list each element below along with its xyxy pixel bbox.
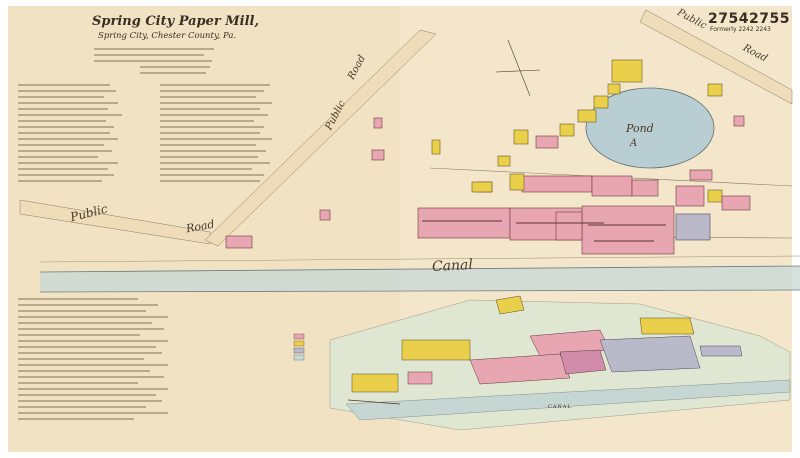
- north-arrow: [507, 39, 531, 97]
- public-road-left: [19, 199, 211, 245]
- map-subtitle: Spring City, Chester County, Pa.: [98, 31, 237, 41]
- canal-water: [40, 266, 800, 292]
- label-canal-bottom: CANAL: [548, 404, 572, 410]
- mill-building-1: [555, 211, 583, 241]
- label-pond: Pond: [626, 122, 654, 135]
- label-pond-letter: A: [630, 138, 638, 149]
- legend-frame: [293, 340, 305, 347]
- perspective-view: [329, 295, 791, 431]
- canal-bank: [39, 265, 800, 273]
- boiler-house: [675, 213, 711, 241]
- public-road-top: [639, 9, 793, 105]
- building-4a: [611, 59, 643, 83]
- map-title: Spring City Paper Mill,: [92, 14, 260, 29]
- perspective-canal: [345, 379, 791, 421]
- mill-building-6: [675, 185, 705, 207]
- pond-a: [585, 87, 715, 169]
- canal-bank-lower: [39, 289, 800, 293]
- label-canal: Canal: [431, 256, 474, 276]
- public-road-diagonal: [204, 29, 437, 247]
- mill-building-4: [417, 207, 511, 239]
- mill-building-2: [581, 205, 675, 255]
- sheet-number: 27542755: [708, 11, 790, 27]
- mill-building-5: [521, 175, 593, 193]
- legend-stone: [293, 347, 305, 354]
- legend-brick: [293, 333, 305, 340]
- formerly-number: Formerly 2242 2243: [710, 26, 771, 33]
